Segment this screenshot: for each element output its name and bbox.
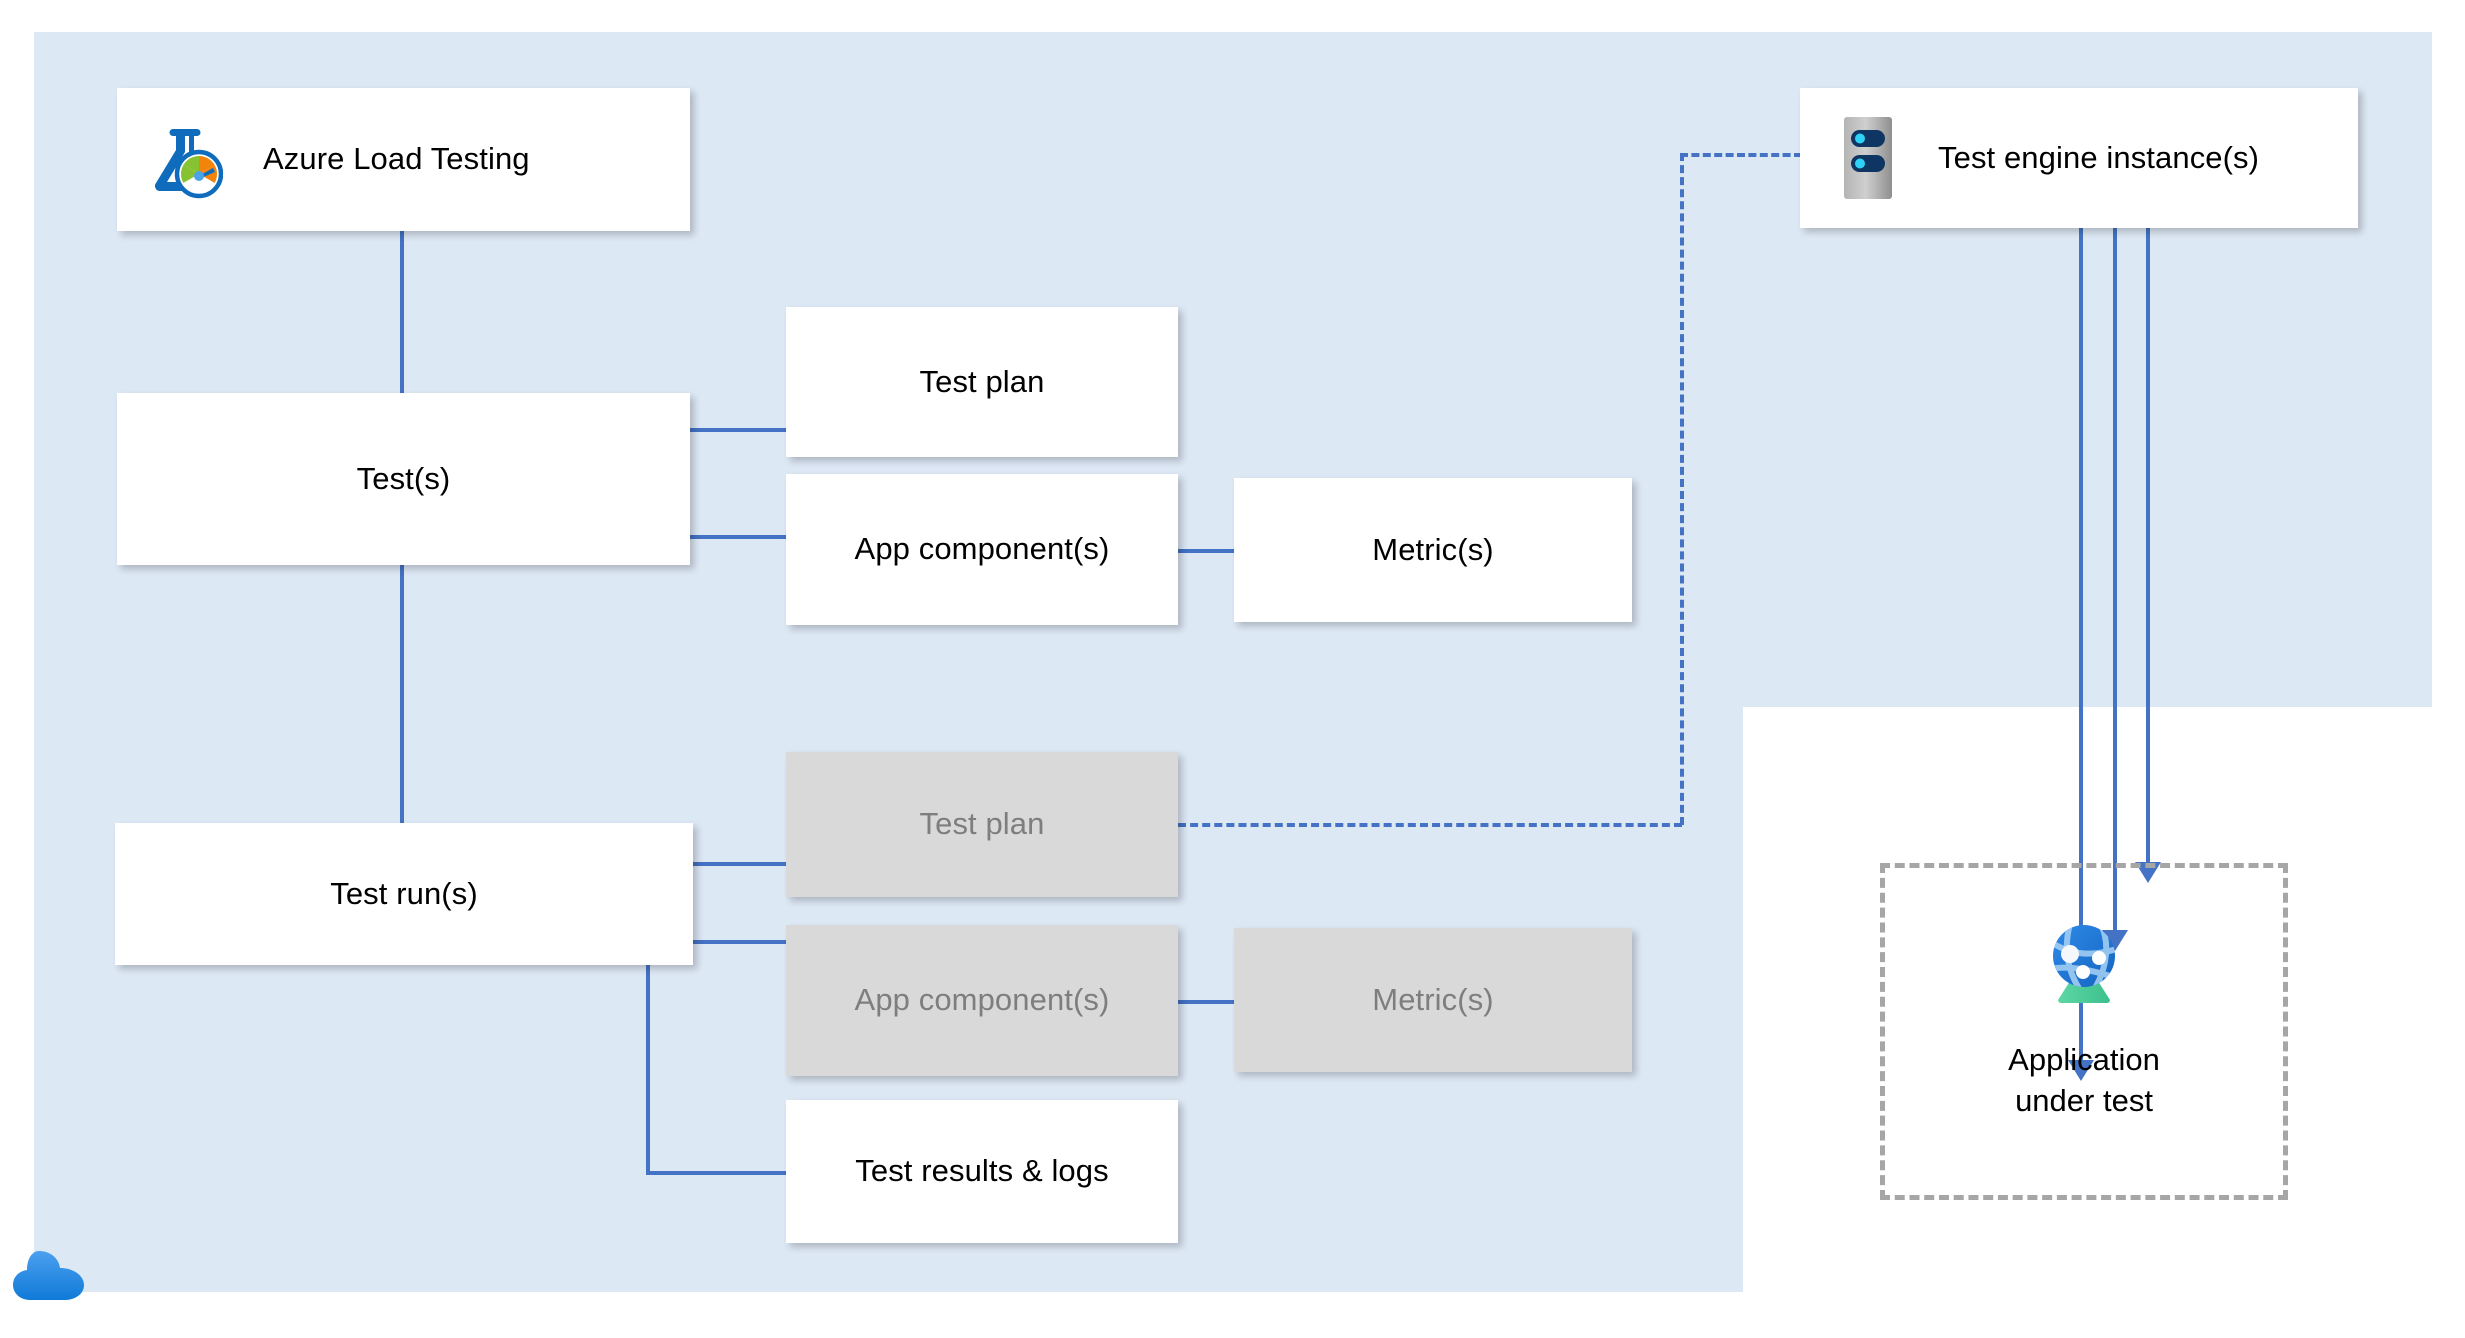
node-azure-load-testing[interactable]: Azure Load Testing xyxy=(117,88,690,231)
node-app-components[interactable]: App component(s) xyxy=(786,474,1178,625)
connector-tests-to-testruns xyxy=(400,563,404,825)
node-application-under-test[interactable]: Application under test xyxy=(1880,863,2288,1200)
connector-appcomponents-to-metrics xyxy=(1178,549,1234,553)
connector-engine-arrow-1-head xyxy=(2068,1060,2094,1081)
node-metrics-snapshot[interactable]: Metric(s) xyxy=(1234,928,1632,1072)
node-test-plan-snapshot[interactable]: Test plan xyxy=(786,752,1178,897)
node-test-plan-snapshot-label: Test plan xyxy=(919,806,1045,842)
node-test-engine-instances[interactable]: Test engine instance(s) xyxy=(1800,88,2358,228)
node-test-engine-instances-label: Test engine instance(s) xyxy=(1938,139,2260,175)
connector-tests-to-testplan xyxy=(688,428,786,432)
node-metrics-label: Metric(s) xyxy=(1372,531,1494,567)
node-tests-label: Test(s) xyxy=(356,460,451,496)
connector-testruns-drop xyxy=(646,963,650,1175)
globe-network-icon xyxy=(2036,914,2132,1010)
node-test-runs[interactable]: Test run(s) xyxy=(115,823,693,965)
node-tests[interactable]: Test(s) xyxy=(117,393,690,565)
node-test-results-logs-label: Test results & logs xyxy=(855,1153,1109,1189)
node-test-plan[interactable]: Test plan xyxy=(786,307,1178,457)
node-metrics-snapshot-label: Metric(s) xyxy=(1372,981,1494,1017)
connector-testruns-to-appcomponents-snapshot xyxy=(691,940,787,944)
node-app-components-label: App component(s) xyxy=(854,531,1110,567)
node-azure-load-testing-label: Azure Load Testing xyxy=(263,141,530,177)
connector-dashed-testplan-to-engine-horizontal xyxy=(1178,823,1682,827)
node-app-components-snapshot-label: App component(s) xyxy=(854,982,1110,1018)
node-test-plan-label: Test plan xyxy=(919,363,1045,399)
connector-tests-to-appcomponents xyxy=(688,535,786,539)
connector-engine-arrow-2-shaft xyxy=(2113,228,2117,936)
azure-load-testing-icon xyxy=(149,121,223,199)
connector-testruns-to-testplan-snapshot xyxy=(691,862,787,866)
node-test-results-logs[interactable]: Test results & logs xyxy=(786,1100,1178,1243)
node-application-under-test-label: Application under test xyxy=(2008,1042,2160,1118)
server-rack-icon xyxy=(1840,115,1896,201)
node-metrics[interactable]: Metric(s) xyxy=(1234,478,1632,622)
node-test-runs-label: Test run(s) xyxy=(330,875,478,911)
connector-appcomponents-snapshot-to-metrics-snapshot xyxy=(1178,1000,1234,1004)
connector-engine-arrow-1-shaft xyxy=(2079,228,2083,1066)
connector-dashed-engine-vertical xyxy=(1680,153,1684,825)
connector-dashed-engine-to-box xyxy=(1680,153,1802,157)
connector-engine-arrow-3-shaft xyxy=(2146,228,2150,868)
connector-alt-to-tests xyxy=(400,230,404,395)
cloud-icon xyxy=(12,1245,90,1310)
node-app-components-snapshot[interactable]: App component(s) xyxy=(786,925,1178,1076)
connector-testruns-to-results xyxy=(646,1171,787,1175)
